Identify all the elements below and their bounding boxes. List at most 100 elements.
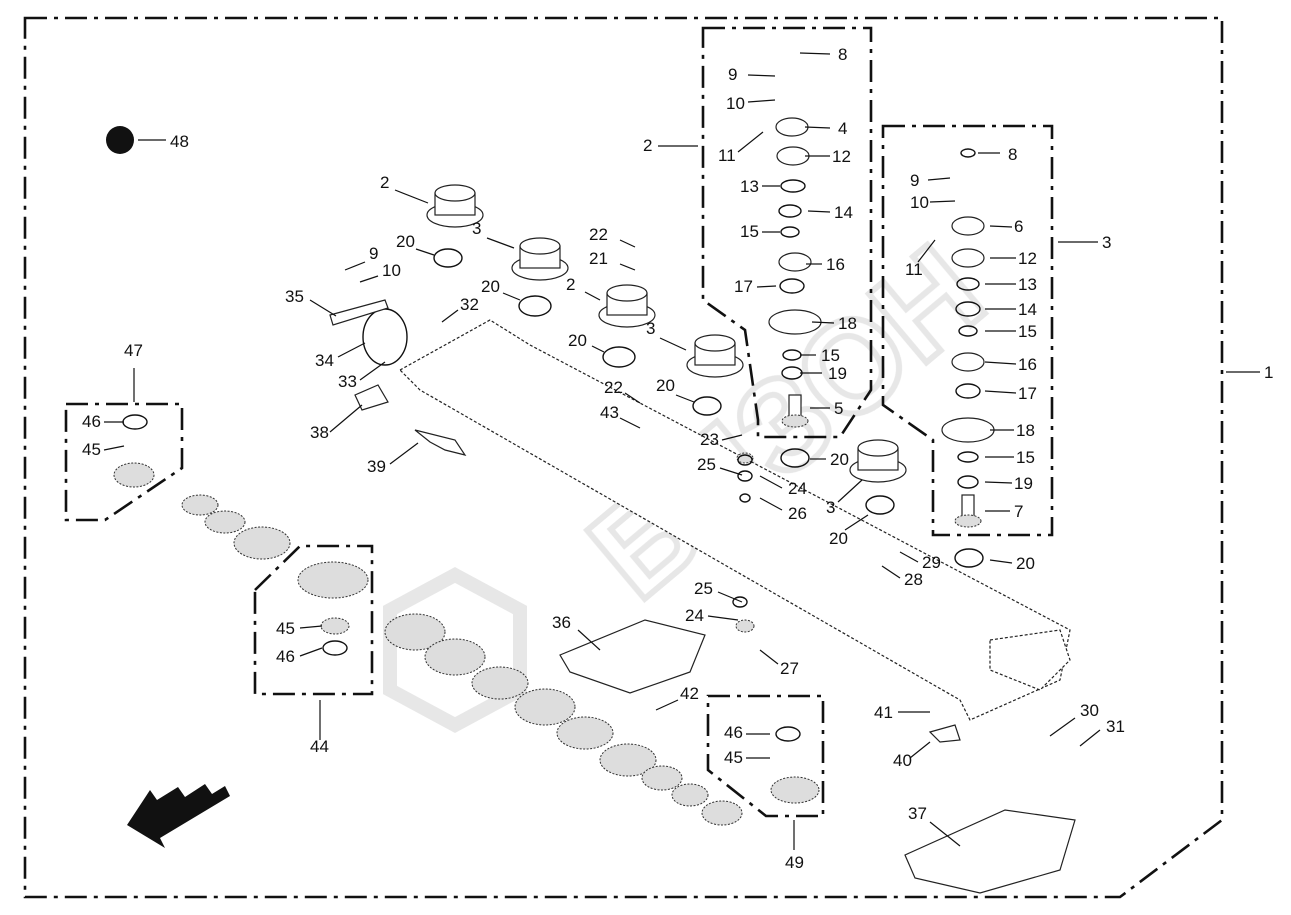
callout-label: 11 [905,260,923,279]
spur-gear [735,619,755,633]
callout: 19 [800,364,847,383]
callout: 3 [646,319,687,351]
callout-label: 22 [604,378,623,397]
guard-40 [928,724,961,743]
o-ring [954,548,984,568]
leader-line [1079,729,1101,747]
housing [941,417,995,443]
callout-label: 21 [589,249,608,268]
callout: 12 [805,147,851,166]
callout-label: 30 [1080,701,1099,720]
pinion-gear [954,514,982,528]
skid-plate-37 [904,809,1076,894]
callout-label: 23 [700,430,719,449]
callout: 2 [380,173,429,204]
spur-gear [514,688,576,726]
leader-line [502,292,521,301]
callout: 20 [989,554,1035,573]
leader-line [989,559,1013,564]
callout: 26 [759,497,807,523]
spur-gear [641,765,683,791]
callout: 22 [604,378,641,404]
cutter-hub [686,334,744,378]
o-ring [775,726,801,742]
callout-label: 2 [643,136,652,155]
cutter-hub [598,284,656,328]
callout-label: 15 [821,346,840,365]
callout-label: 45 [724,748,743,767]
callout-label: 46 [276,647,295,666]
leader-line [441,309,459,323]
callout: 9 [344,244,378,271]
callout-label: 35 [285,287,304,306]
leader-line [799,52,831,55]
callout-label: 20 [829,529,848,548]
callout-label: 25 [697,455,716,474]
callout: 20 [656,376,695,403]
leader-line [707,615,739,621]
leader-line [309,299,337,317]
leader-line [103,445,125,451]
leader-line [721,434,743,441]
callout-label: 12 [1018,249,1037,268]
callout-label: 3 [826,498,835,517]
leader-line [984,361,1017,365]
callout-label: 17 [734,277,753,296]
callout-label: 19 [1014,474,1033,493]
o-ring [602,346,636,368]
callout-label: 46 [82,412,101,431]
hub-top [606,284,648,302]
callout-label: 43 [600,403,619,422]
bracket-39 [414,429,467,456]
callout: 43 [600,403,641,429]
washer [739,493,751,503]
o-ring [518,295,552,317]
callout-label: 45 [276,619,295,638]
callout: 3 [1058,233,1111,252]
callout-label: 5 [834,399,843,418]
nut [775,117,809,137]
callout: 44 [310,700,329,756]
callout-label: 8 [838,45,847,64]
callout-label: 32 [460,295,479,314]
callout-label: 33 [338,372,357,391]
leader-line [486,237,515,249]
callout-label: 19 [828,364,847,383]
callout: 45 [82,440,125,459]
washer [778,204,802,218]
spur-gear [471,666,529,700]
callout: 28 [881,565,923,589]
callout-label: 13 [1018,275,1037,294]
spur-gear [204,510,246,534]
callout: 14 [985,300,1037,319]
leader-line [394,189,429,204]
callout-label: 18 [1016,421,1035,440]
callout: 37 [908,804,961,847]
callout-label: 42 [680,684,699,703]
callout-label: 41 [874,703,893,722]
callout-label: 12 [832,147,851,166]
callout-label: 49 [785,853,804,872]
callout: 41 [874,703,930,722]
callout: 33 [338,361,386,391]
callout-label: 13 [740,177,759,196]
callout: 20 [810,450,849,469]
callout-label: 1 [1264,363,1273,382]
leader-line [747,74,776,77]
callout-label: 14 [834,203,853,222]
callout: 16 [984,355,1037,374]
leader-line [389,442,419,465]
o-ring [433,248,463,268]
leader-line [837,479,863,503]
parts [106,117,1076,894]
callout: 20 [829,514,869,548]
hub-top [519,237,561,255]
callout: 30 [1049,701,1099,737]
callout: 2 [566,275,601,301]
callout: 17 [984,384,1037,403]
washer [780,179,806,193]
bearing-kit-49-box [706,694,825,818]
callout: 49 [785,820,804,872]
guard-38 [354,384,389,411]
